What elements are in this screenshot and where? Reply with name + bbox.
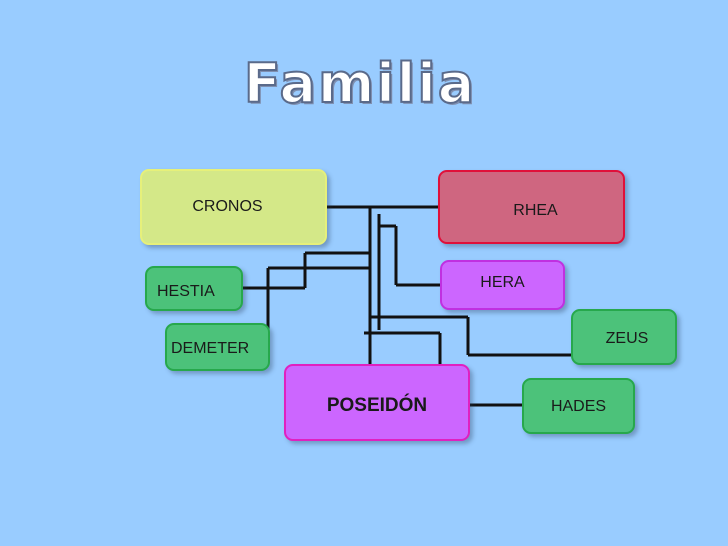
node-label: POSEIDÓN	[326, 394, 428, 416]
node-cronos: CRONOS	[140, 169, 327, 245]
node-hades: HADES	[522, 378, 635, 434]
node-label: ZEUS	[605, 330, 649, 347]
node-label: HERA	[480, 274, 525, 291]
node-hera: HERA	[440, 260, 565, 310]
node-poseidon: POSEIDÓN	[284, 364, 470, 441]
node-rhea: RHEA	[438, 170, 625, 244]
diagram-title: Familia	[243, 51, 477, 116]
node-label: RHEA	[513, 202, 558, 219]
node-zeus: ZEUS	[571, 309, 677, 365]
node-label: HESTIA	[157, 282, 215, 300]
node-demeter: DEMETER	[165, 323, 270, 371]
node-label: CRONOS	[192, 198, 263, 215]
node-hestia: HESTIA	[145, 266, 243, 311]
node-label: HADES	[550, 398, 607, 415]
node-label: DEMETER	[171, 340, 250, 357]
